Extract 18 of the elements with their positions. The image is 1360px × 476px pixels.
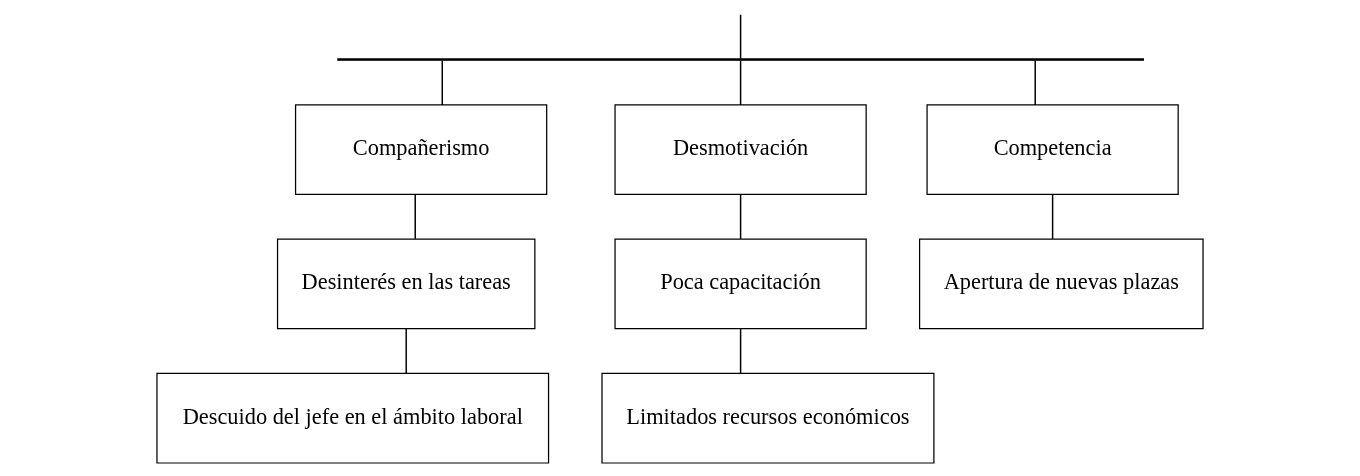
node-box: Descuido del jefe en el ámbito laboral: [156, 372, 550, 464]
node-bar: [337, 58, 1144, 61]
connector: [1051, 194, 1054, 240]
connector: [405, 328, 407, 374]
connector: [739, 194, 742, 240]
connector: [739, 14, 742, 60]
connector: [739, 59, 742, 106]
node-box: Compañerismo: [294, 104, 548, 196]
node-box: Competencia: [926, 104, 1179, 196]
connector: [739, 328, 742, 374]
node-box: Limitados recursos económicos: [601, 372, 935, 464]
connector: [441, 59, 443, 106]
node-box: Desmotivación: [614, 104, 867, 196]
node-box: Poca capacitación: [614, 238, 867, 330]
connector: [414, 194, 416, 240]
node-box: Desinterés en las tareas: [276, 238, 536, 330]
node-box: Apertura de nuevas plazas: [919, 238, 1204, 330]
connector: [1034, 59, 1036, 106]
